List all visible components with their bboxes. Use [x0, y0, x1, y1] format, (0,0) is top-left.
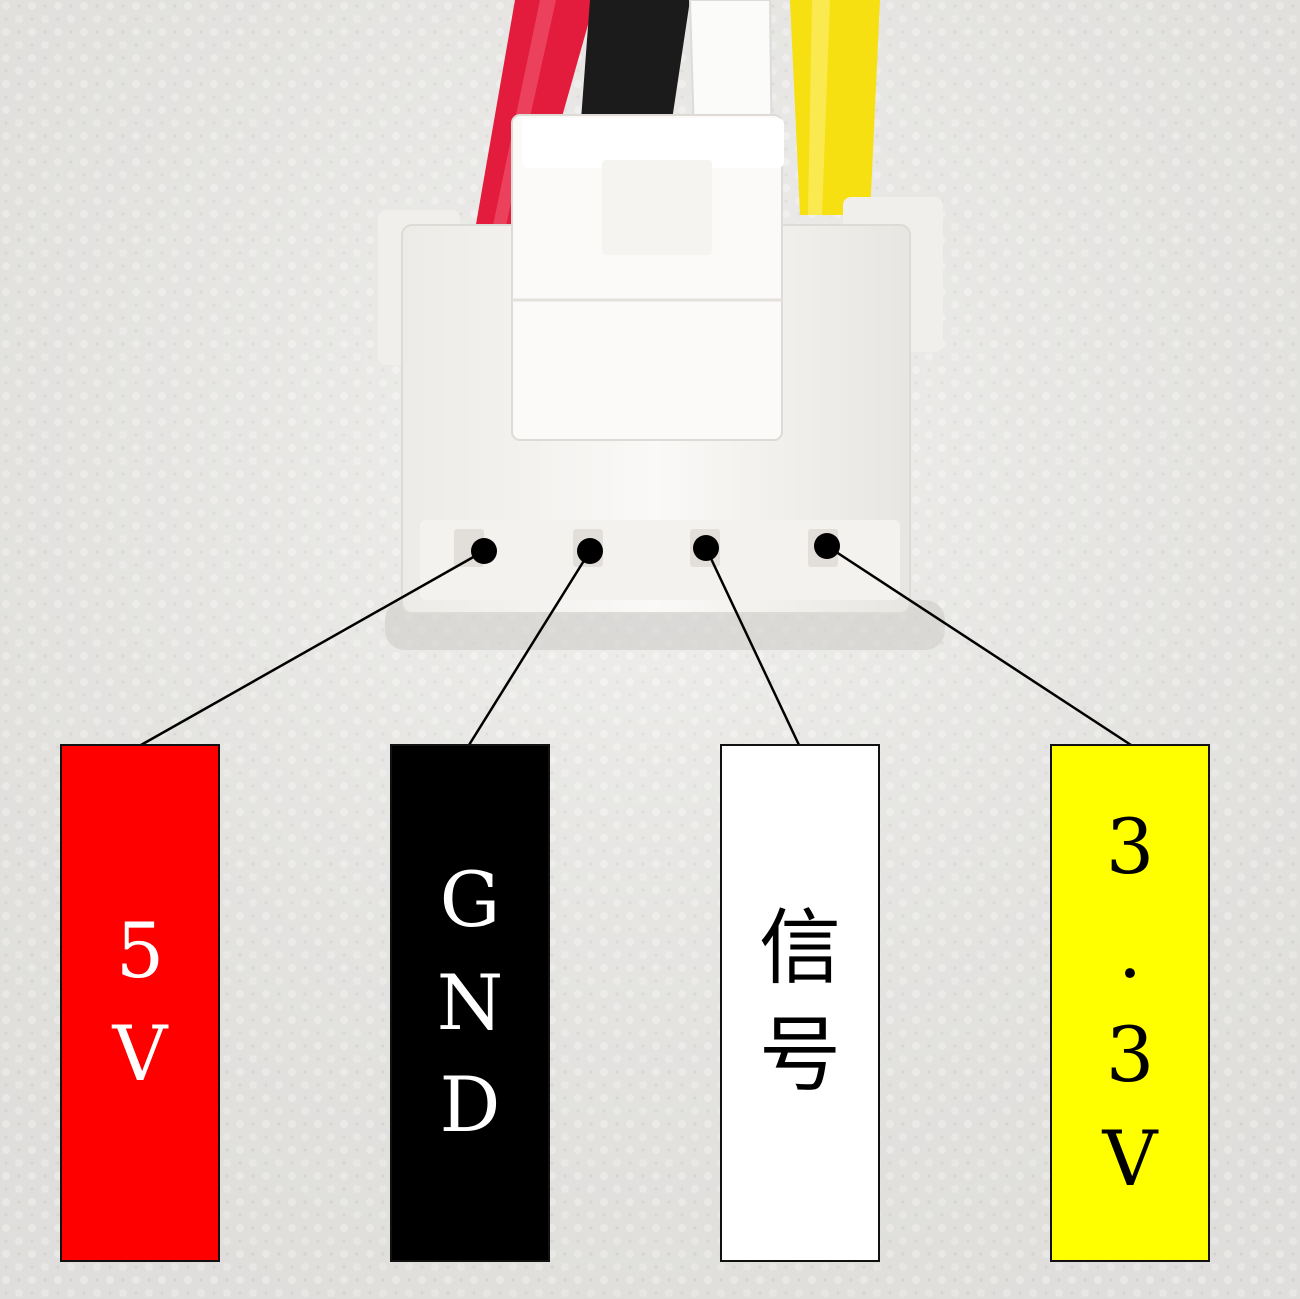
label-gnd-text: G N D [436, 855, 504, 1150]
label-3v3-text: 3 . 3 V [1102, 801, 1158, 1204]
pin-dot-signal [693, 535, 719, 561]
callouts [140, 544, 1132, 747]
pin-face [420, 520, 900, 600]
label-3v3: 3 . 3 V [1050, 744, 1210, 1262]
callout-line-gnd [467, 550, 592, 746]
pin-dot-5v [471, 538, 497, 564]
label-gnd: G N D [390, 744, 550, 1262]
label-signal: 信 号 [720, 744, 880, 1262]
pin-markers [471, 533, 840, 564]
pin-dot-3v3 [814, 533, 840, 559]
callout-line-3v3 [826, 544, 1132, 747]
label-5v: 5 V [60, 744, 220, 1262]
label-signal-text: 信 号 [758, 901, 841, 1103]
yellow-wire-highlight [808, 0, 830, 215]
connector-housing [378, 114, 945, 650]
callout-line-5v [140, 549, 485, 747]
pin-dot-gnd [577, 538, 603, 564]
housing-latch [511, 114, 783, 441]
label-5v-text: 5 V [112, 906, 168, 1098]
latch-inner [602, 160, 712, 255]
yellow-wire [790, 0, 880, 215]
latch-top [522, 118, 784, 168]
callout-line-signal [704, 547, 801, 746]
